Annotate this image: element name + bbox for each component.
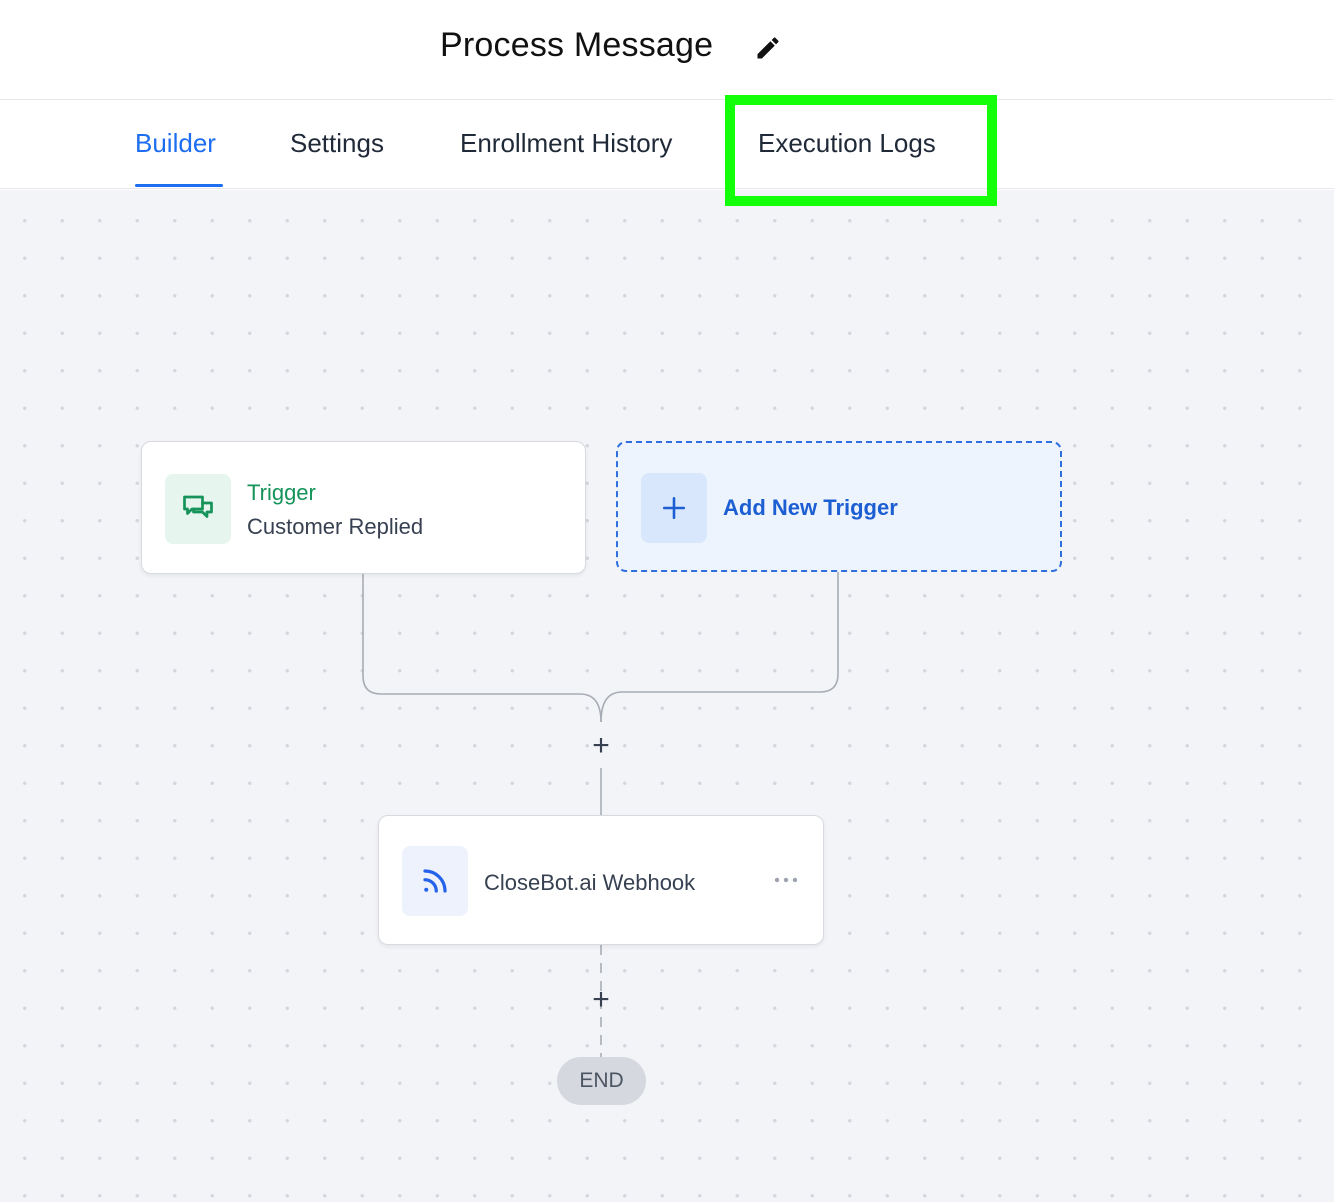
add-trigger-icon-box — [641, 473, 707, 543]
tab-settings[interactable]: Settings — [290, 128, 384, 158]
end-node: END — [557, 1057, 646, 1105]
page-title: Process Message — [440, 26, 714, 64]
add-step-button[interactable]: + — [592, 983, 610, 1016]
trigger-title: Trigger — [247, 480, 316, 505]
workflow-canvas[interactable] — [0, 190, 1334, 1202]
tab-execution-logs[interactable]: Execution Logs — [758, 128, 936, 158]
page-header: Process Message — [0, 0, 1334, 100]
add-step-button[interactable]: + — [592, 729, 610, 762]
more-icon[interactable] — [771, 870, 801, 890]
webhook-action-label: CloseBot.ai Webhook — [484, 870, 696, 895]
plus-icon — [662, 496, 686, 520]
pencil-icon[interactable] — [754, 34, 782, 62]
webhook-action-card[interactable]: CloseBot.ai Webhook — [378, 815, 824, 945]
trigger-card[interactable]: Trigger Customer Replied — [141, 441, 586, 574]
active-tab-indicator — [135, 184, 223, 187]
tab-enrollment-history[interactable]: Enrollment History — [460, 128, 673, 158]
trigger-icon-box — [165, 474, 231, 544]
webhook-icon-box — [402, 846, 468, 916]
trigger-subtitle: Customer Replied — [247, 514, 424, 539]
chat-bubbles-icon — [183, 495, 213, 518]
tab-bar: Builder Settings Enrollment History Exec… — [0, 100, 1334, 189]
add-new-trigger-button[interactable]: Add New Trigger — [616, 441, 1062, 572]
webhook-icon — [423, 869, 447, 893]
add-trigger-label: Add New Trigger — [723, 495, 898, 520]
tab-builder[interactable]: Builder — [135, 128, 216, 158]
